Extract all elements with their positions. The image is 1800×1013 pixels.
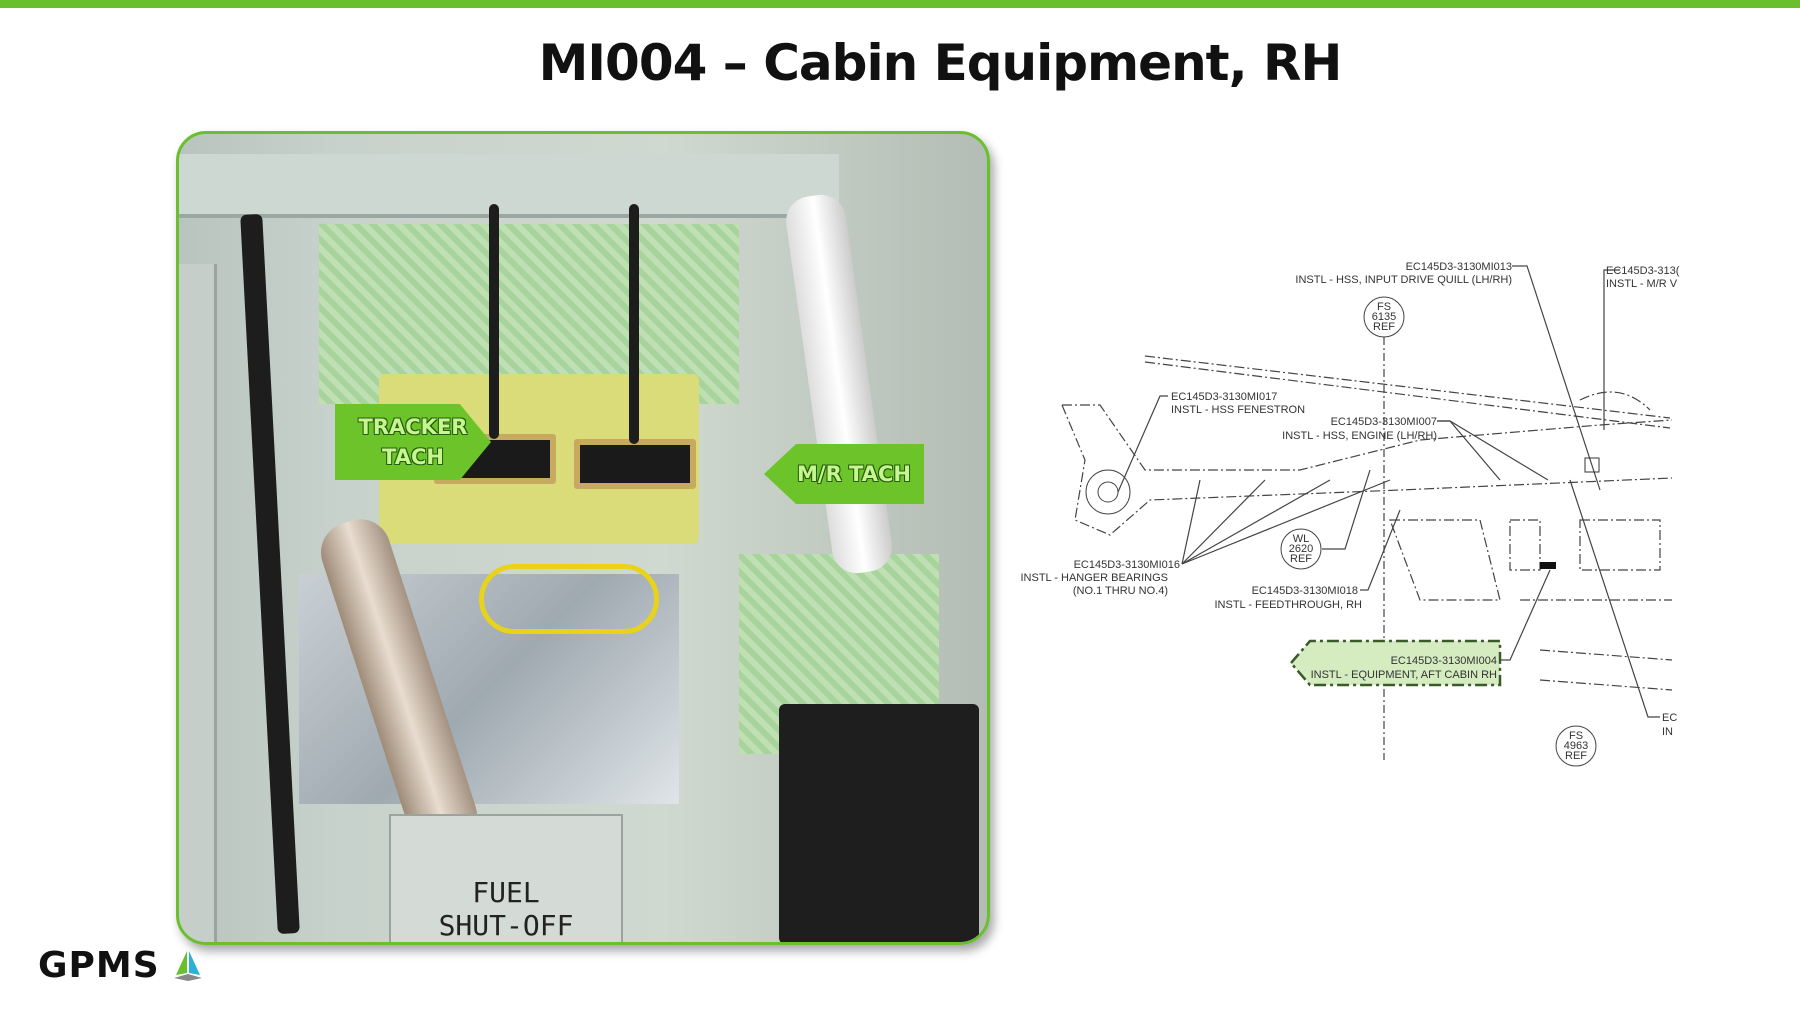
label-mi017-code: EC145D3-3130MI017 [1171,391,1277,403]
label-mi013-code: EC145D3-3130MI013 [1406,261,1512,273]
fenestron-hub [1097,481,1119,503]
ref-text: 6135 [1372,311,1396,323]
label-mi017-desc: INSTL - HSS FENESTRON [1171,404,1305,416]
placard-line2: SHUT-OFF [438,909,574,942]
label-mi018-code: EC145D3-3130MI018 [1252,585,1358,597]
label-br-desc: IN [1662,726,1673,738]
label-mr-desc: INSTL - M/R V [1606,278,1678,290]
ref-text: REF [1373,321,1395,333]
label-mi016-desc: INSTL - HANGER BEARINGS [1020,572,1168,584]
label-mi007-code: EC145D3-3130MI007 [1331,416,1437,428]
label-mi018-desc: INSTL - FEEDTHROUGH, RH [1215,599,1363,611]
label-br-code: EC [1662,712,1677,724]
callout-text: TACH [382,445,444,469]
label-mi016-code: EC145D3-3130MI016 [1074,559,1180,571]
photo-junction-box [574,439,696,489]
photo-harness [240,213,300,935]
ref-wl2620: WL 2620 REF [1280,528,1322,570]
diagram-marker [1584,457,1600,473]
mr-tach-callout: M/R TACH [764,444,924,504]
photo-frame-beam [179,154,839,218]
photo-cable [629,204,639,444]
tracker-tach-callout: TRACKER TACH [335,404,491,480]
photo-white-duct [782,191,896,577]
top-accent-bar [0,0,1800,8]
label-mi016-desc2: (NO.1 THRU NO.4) [1073,585,1168,597]
ref-text: FS [1569,730,1583,742]
diagram-marker [1540,562,1556,569]
ref-text: WL [1293,533,1310,545]
logo-triangle-icon [173,950,202,981]
ref-fs6135: FS 6135 REF [1363,296,1405,338]
ref-text: FS [1377,301,1391,313]
callout-text: M/R TACH [797,462,911,486]
label-mi007-desc: INSTL - HSS, ENGINE (LH/RH) [1282,430,1437,442]
ref-text: REF [1290,553,1312,565]
fenestron-outline [1085,469,1131,515]
photo-cable [489,204,499,439]
helicopter-outline [1061,355,1673,691]
ref-text: 2620 [1289,543,1313,555]
ref-text: REF [1565,750,1587,762]
slide-title: MI004 – Cabin Equipment, RH [538,34,1343,92]
logo-text: GPMS [38,945,160,986]
placard-line1: FUEL [472,876,540,909]
ref-text: 4963 [1564,740,1588,752]
photo-yellow-cable [479,564,659,634]
label-mr-code: EC145D3-313( [1606,265,1680,277]
ref-fs4963: FS 4963 REF [1555,725,1597,767]
cabin-equipment-photo: FUEL SHUT-OFF TRACKER TACH M/R TACH [176,131,990,945]
mi004-highlight [1289,639,1502,687]
gpms-logo: GPMS [38,945,206,986]
label-mi013-desc: INSTL - HSS, INPUT DRIVE QUILL (LH/RH) [1295,274,1512,286]
photo-black-panel [779,704,979,942]
installation-diagram: FS 6135 REF WL 2620 REF FS 4963 REF EC14… [1020,261,1680,767]
leader-lines [1117,265,1660,760]
label-mi004-desc: INSTL - EQUIPMENT, AFT CABIN RH [1311,669,1497,681]
label-mi004-code: EC145D3-3130MI004 [1391,655,1497,667]
callout-text: TRACKER [358,415,468,439]
photo-frame-stringer [179,264,217,942]
fuel-shutoff-placard: FUEL SHUT-OFF [389,814,623,942]
